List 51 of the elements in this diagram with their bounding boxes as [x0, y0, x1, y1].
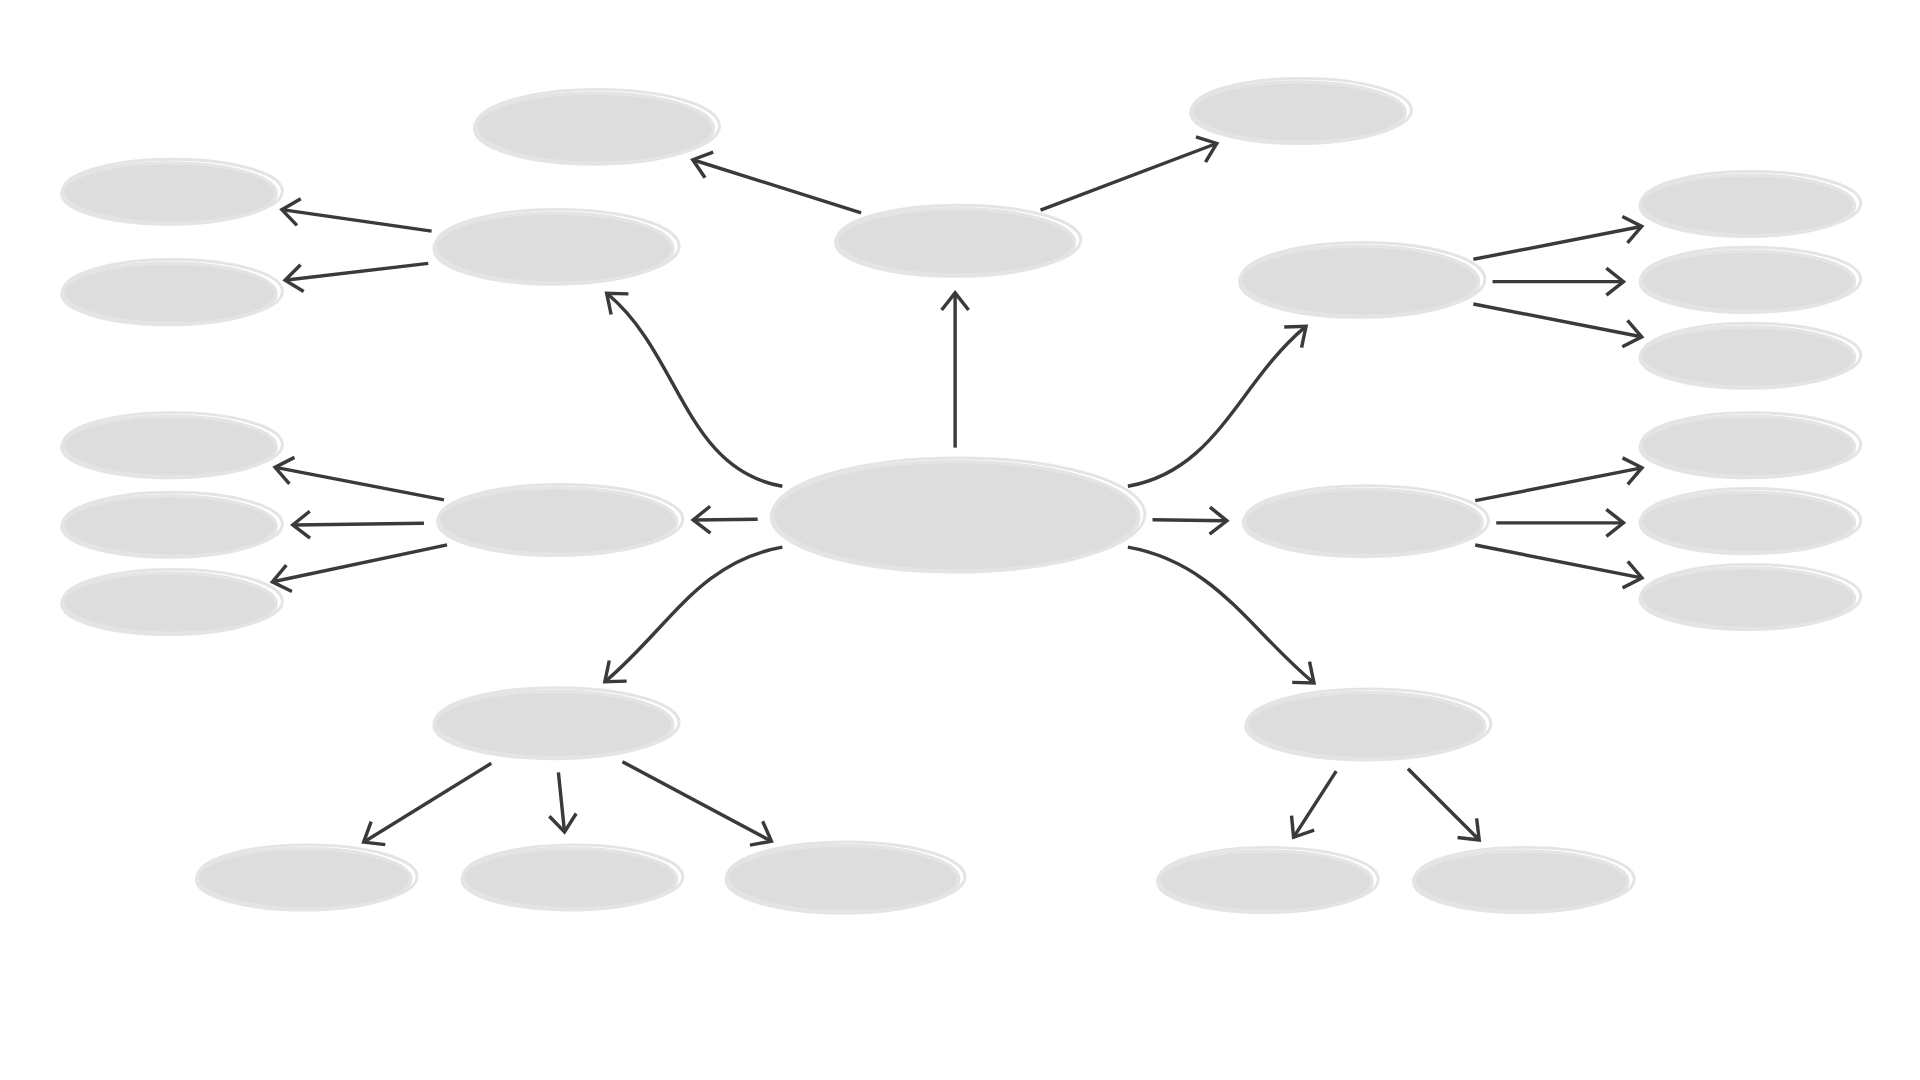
arrow — [690, 504, 758, 535]
ellipse-node — [769, 456, 1147, 574]
arrow — [940, 290, 970, 448]
arrow — [1289, 770, 1338, 840]
arrow — [269, 543, 448, 593]
arrow — [690, 150, 862, 215]
arrow — [1474, 543, 1645, 590]
ellipse-node — [1238, 240, 1487, 319]
ellipse-node — [834, 203, 1083, 278]
arrow — [272, 455, 445, 502]
ellipse-node — [60, 258, 284, 327]
ellipse-node — [1244, 687, 1493, 762]
ellipse-node — [1156, 845, 1380, 914]
arrow — [1406, 767, 1482, 842]
ellipse-node — [1638, 169, 1863, 239]
ellipse-node — [60, 157, 284, 226]
ellipse-node — [1411, 845, 1636, 914]
arrow — [604, 291, 783, 488]
arrow — [1473, 302, 1645, 349]
ellipse-node — [1638, 411, 1863, 480]
ellipse-node — [194, 843, 419, 912]
arrow — [1496, 508, 1627, 538]
ellipse-node — [1638, 487, 1863, 556]
ellipse-node — [60, 567, 284, 636]
ellipse-node — [472, 87, 721, 166]
arrow — [1127, 545, 1317, 685]
arrow — [1039, 135, 1220, 212]
arrow — [1473, 214, 1645, 261]
arrow — [1152, 505, 1230, 536]
arrow — [602, 545, 783, 684]
ellipse-node — [436, 482, 685, 557]
arrow — [1474, 456, 1645, 503]
arrow — [282, 261, 429, 294]
arrow — [621, 760, 774, 847]
arrow — [361, 761, 493, 847]
ellipse-node — [1241, 484, 1490, 559]
arrow — [548, 772, 578, 835]
ellipse-node — [60, 490, 284, 559]
ellipse-node — [724, 840, 967, 915]
ellipse-node — [1638, 321, 1863, 390]
ellipse-node — [60, 411, 284, 480]
arrow — [279, 197, 432, 233]
arrow — [290, 509, 424, 540]
ellipse-node — [432, 207, 681, 286]
ellipse-node — [1638, 563, 1863, 632]
ellipse-node — [1638, 245, 1863, 314]
ellipse-node — [432, 686, 681, 761]
ellipse-node — [1189, 76, 1413, 145]
arrow — [1127, 324, 1309, 488]
ellipse-node — [460, 843, 685, 912]
arrow — [1492, 266, 1627, 297]
